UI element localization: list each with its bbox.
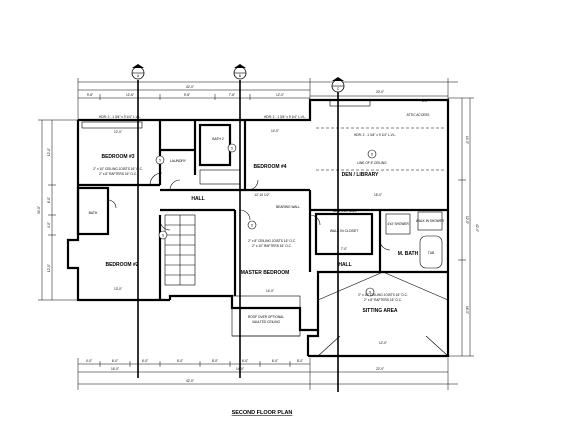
dim-right-total: 42'-0" [475,224,479,232]
dim-top-5: 12'-0" [276,93,284,97]
note-header-b: HDR: 2 - 1 3/4" x 9 1/4" L.V.L. [264,115,306,119]
exterior-walls [66,98,450,358]
dim-left-3: 4'-0" [47,222,51,228]
size-bedroom-4: 14'-0" [271,129,279,133]
size-closet: 7'-0" [341,247,347,251]
note-sitting-1: 2" x 10" CEILING JOISTS 16" O.C. [358,293,408,297]
size-bedroom-2: 13'-0" [114,287,122,291]
section-marker-b: B [233,64,247,80]
dim-top-2: 12'-6" [126,93,134,97]
dim-bot-5: 8'-0" [212,359,218,363]
section-marker-b-label: B [239,74,241,78]
room-hall-lower: HALL [338,262,351,268]
dim-right-3: 16'-0" [465,306,469,314]
detail-marker-5: 5 [371,153,373,157]
label-attic-access: ATTIC ACCESS [407,113,430,117]
room-master-bath: M. BATH [398,251,419,257]
plan-notes: HDR: 2 - 1 3/4" x 9 1/4" L.V.L. HDR: 2 -… [93,115,445,324]
room-hall-upper: HALL [191,196,204,202]
dim-left-1: 12'-0" [47,148,51,156]
note-tub: TUB [428,251,434,255]
section-lines [137,80,339,392]
dim-bot-left: 16'-0" [111,367,119,371]
note-roof-optional: ROOF OVER OPTIONAL [248,315,284,319]
dim-bot-4: 6'-0" [177,359,183,363]
note-joists-1: 2" x 10" CEILING JOISTS 16" O.C. [93,167,143,171]
dim-left-4: 12'-0" [47,264,51,272]
room-sizes: 12'-0" 14'-0" 13'-0" 14'-0" 12'-10 1/2" … [114,129,387,345]
detail-marker-4: 5 [251,224,253,228]
size-bedroom-3: 12'-0" [114,130,122,134]
dim-bot-6: 6'-0" [242,359,248,363]
room-master-bedroom: MASTER BEDROOM [241,270,290,276]
room-bedroom-4: BEDROOM #4 [253,164,286,170]
dim-bot-right: 22'-0" [376,367,384,371]
section-marker-c-label: C [337,87,340,91]
room-bath-2: BATH 2 [212,137,224,141]
size-master: 14'-0" [266,289,274,293]
section-marker-a-label: A [137,74,140,78]
note-header-den: HDR: 2 - 1 3/4" x 9 1/4" L.V.L. [354,133,396,137]
dim-right-2: 12'-0" [465,216,469,224]
room-labels: BEDROOM #3 BEDROOM #4 BEDROOM #2 MASTER … [89,113,430,314]
left-dimensions: 34'-0" 12'-0" 6'-0" 4'-0" 12'-0" [37,119,78,301]
room-laundry: LAUNDRY [170,159,187,163]
note-joists-4: 2" x 10" RAFTERS 16" O.C. [252,244,292,248]
dim-bot-2: 6'-0" [112,359,118,363]
bottom-dimensions: 4'-0" 6'-0" 6'-0" 6'-0" 8'-0" 6'-0" 6'-0… [77,358,458,390]
interior-walls [76,99,448,300]
note-sitting-2: 2" x 8" RAFTERS 16" O.C. [364,298,402,302]
note-header-a: HDR: 2 - 1 3/4" x 9 1/4" L.V.L. [99,115,141,119]
room-bedroom-3: BEDROOM #3 [101,154,134,160]
size-sitting: 12'-0" [379,341,387,345]
dim-bot-1: 4'-0" [86,359,92,363]
room-den-library: DEN / LIBRARY [342,172,379,178]
room-sitting-area: SITTING AREA [362,308,397,314]
room-bedroom-2: BEDROOM #2 [105,262,138,268]
detail-marker-6: 5 [369,291,371,295]
note-ceiling-den: LINE OF 8' CEILING [357,161,387,165]
label-shower: 4'x3' SHOWER [387,222,409,226]
label-bearing-wall-2: BEARING WALL [333,209,357,213]
dim-left-total: 34'-0" [37,206,41,214]
note-vaulted: VAULTED CEILING [252,320,280,324]
detail-marker-2: 5 [162,234,164,238]
section-marker-a: A [131,64,145,80]
note-joists-3: 2" x 8" CEILING JOISTS 16" O.C. [248,239,296,243]
dim-top-right: 20'-0" [376,90,384,94]
note-joists-2: 2" x 8" RAFTERS 16" O.C. [99,172,137,176]
dim-right-1: 14'-0" [465,136,469,144]
size-hall: 12'-10 1/2" [254,193,269,197]
section-marker-c: C [331,77,345,93]
stair [165,215,195,285]
dim-top-4: 7'-6" [229,93,235,97]
right-dimensions: 42'-0" 14'-0" 12'-0" 16'-0" [448,97,479,357]
dim-bot-3: 6'-0" [142,359,148,363]
drawing-title: SECOND FLOOR PLAN [232,410,293,416]
size-den: 15'-0" [374,193,382,197]
detail-marker-1: 5 [159,159,161,163]
dim-top-3: 9'-6" [184,93,190,97]
note-walk-in-shower: WALK IN SHOWER [416,219,445,223]
door-swings [107,172,391,251]
dim-bot-total: 42'-0" [186,379,194,383]
dim-top-1: 9'-6" [87,93,93,97]
detail-markers: 5 5 5 5 5 5 [155,143,377,297]
room-walk-in-closet: WALK IN CLOSET [330,229,358,233]
detail-marker-3: 5 [231,147,233,151]
dim-bot-7: 6'-0" [272,359,278,363]
dim-left-2: 6'-0" [47,197,51,203]
dim-top-total: 42'-0" [186,85,194,89]
label-bearing-wall-1: BEARING WALL [276,205,300,209]
dim-bot-8: 8'-0" [297,359,303,363]
room-bath: BATH [89,211,98,215]
